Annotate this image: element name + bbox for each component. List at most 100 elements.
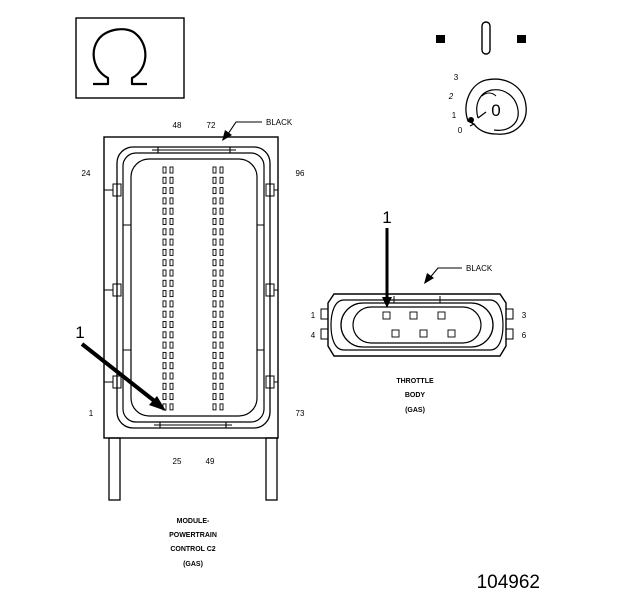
pcm-pin-terminal: [162, 300, 167, 308]
pcm-pin-terminal: [162, 351, 167, 359]
pcm-caption-line-4: (GAS): [183, 561, 203, 568]
pcm-label-24: 24: [82, 169, 91, 178]
pcm-pin-terminal: [169, 351, 174, 359]
pcm-pin-terminal: [162, 341, 167, 349]
pcm-pin-terminal: [162, 228, 167, 236]
pcm-pin-terminal: [169, 238, 174, 246]
pcm-pin-terminal: [219, 300, 224, 308]
throttle-caption-line-3: (GAS): [405, 407, 425, 414]
pcm-pin-terminal: [169, 228, 174, 236]
throttle-pin-terminal: [391, 329, 400, 338]
switch-position-0: 0: [458, 126, 463, 135]
pcm-pin-terminal: [212, 351, 217, 359]
pcm-pin-terminal: [219, 362, 224, 370]
pcm-pin-terminal: [169, 176, 174, 184]
pcm-pin-terminal: [162, 279, 167, 287]
pcm-pin-terminal: [162, 166, 167, 174]
pcm-pin-terminal: [212, 248, 217, 256]
pcm-label-72: 72: [207, 121, 216, 130]
pcm-pin-terminal: [219, 207, 224, 215]
throttle-pin-array: [382, 311, 456, 338]
throttle-pin-terminal: [419, 329, 428, 338]
pcm-pin-terminal: [162, 176, 167, 184]
ohm-symbol-icon: [92, 28, 147, 86]
pcm-pin-terminal: [212, 300, 217, 308]
pcm-pin-terminal: [219, 228, 224, 236]
pcm-pin-terminal: [169, 218, 174, 225]
pcm-pin-cavity: [130, 158, 258, 417]
pcm-pin-terminal: [219, 279, 224, 287]
ohm-symbol-box: [75, 17, 185, 99]
pcm-pin-terminal: [169, 310, 174, 318]
pcm-pin-terminal: [162, 248, 167, 256]
pcm-pin-terminal: [212, 176, 217, 184]
selector-pointer-dot: [468, 117, 474, 123]
pcm-pin-terminal: [219, 403, 224, 411]
pcm-pin-terminal: [212, 331, 217, 339]
pcm-pin-terminal: [219, 248, 224, 256]
pcm-pin-terminal: [169, 321, 174, 328]
pcm-pin-terminal: [169, 403, 174, 411]
pcm-pin-terminal: [212, 166, 217, 174]
pcm-label-48: 48: [173, 121, 182, 130]
throttle-shroud: [340, 302, 494, 348]
pcm-label-25: 25: [173, 457, 182, 466]
pcm-pin-terminal: [212, 341, 217, 349]
pcm-pin-terminal: [219, 331, 224, 339]
meter-jack-left: [436, 35, 445, 43]
figure-number: 104962: [477, 572, 540, 593]
pcm-label-96: 96: [296, 169, 305, 178]
pcm-pin-terminal: [219, 238, 224, 246]
pcm-label-73: 73: [296, 409, 305, 418]
pcm-pin-terminal: [169, 248, 174, 256]
throttle-pin-terminal: [437, 311, 446, 320]
pcm-pin-terminal: [169, 341, 174, 349]
pcm-pin-terminal: [212, 279, 217, 287]
pcm-caption-line-1: MODULE-: [177, 518, 210, 525]
throttle-pin-terminal: [447, 329, 456, 338]
pcm-pin-terminal: [162, 310, 167, 318]
pcm-pin-terminal: [212, 238, 217, 246]
meter-jack-right: [517, 35, 526, 43]
pcm-pin-terminal: [169, 259, 174, 267]
pcm-pin-terminal: [219, 393, 224, 401]
pcm-outer-housing: [103, 136, 279, 439]
pcm-pin-terminal: [219, 197, 224, 205]
pcm-pin-terminal: [169, 269, 174, 277]
pcm-connector: 48 72 25 49 24 1 96 73 BLACK 1 MODULE- P…: [75, 118, 305, 568]
pcm-pin-terminal: [219, 341, 224, 349]
throttle-label-3: 3: [522, 311, 527, 320]
pcm-caption-line-3: CONTROL C2: [170, 546, 215, 553]
pcm-bottom-latch: [154, 422, 232, 428]
pcm-pin-terminal: [162, 372, 167, 380]
pcm-pin-terminal: [169, 372, 174, 380]
pcm-pin-terminal: [162, 321, 167, 328]
pcm-pin-terminal: [212, 218, 217, 225]
pcm-pin-terminal: [219, 269, 224, 277]
pcm-pin-terminal: [219, 218, 224, 225]
pcm-probe-arrow: 1: [75, 323, 166, 411]
switch-position-2: 2: [448, 92, 454, 101]
switch-position-1: 1: [452, 111, 457, 120]
pcm-pin-terminal: [162, 218, 167, 225]
pcm-pin-terminal: [212, 362, 217, 370]
pcm-color-callout: BLACK: [222, 118, 293, 141]
meter-display-bar: [481, 21, 491, 55]
pcm-top-latch: [152, 147, 236, 153]
throttle-label-1: 1: [311, 311, 316, 320]
pcm-pin-terminal: [169, 362, 174, 370]
pcm-pin-terminal: [169, 279, 174, 287]
pcm-pin-terminal: [212, 321, 217, 328]
pcm-pin-terminal: [219, 259, 224, 267]
switch-position-3: 3: [454, 73, 459, 82]
pcm-pin-terminal: [169, 393, 174, 401]
pcm-pin-terminal: [162, 290, 167, 298]
pcm-pin-terminal: [169, 197, 174, 205]
pcm-pin-terminal: [212, 403, 217, 411]
throttle-caption-line-2: BODY: [405, 392, 426, 399]
pcm-pin-terminal: [219, 321, 224, 328]
pcm-pin-terminal: [162, 393, 167, 401]
pcm-pin-terminal: [162, 382, 167, 390]
pcm-pin-terminal: [169, 166, 174, 174]
